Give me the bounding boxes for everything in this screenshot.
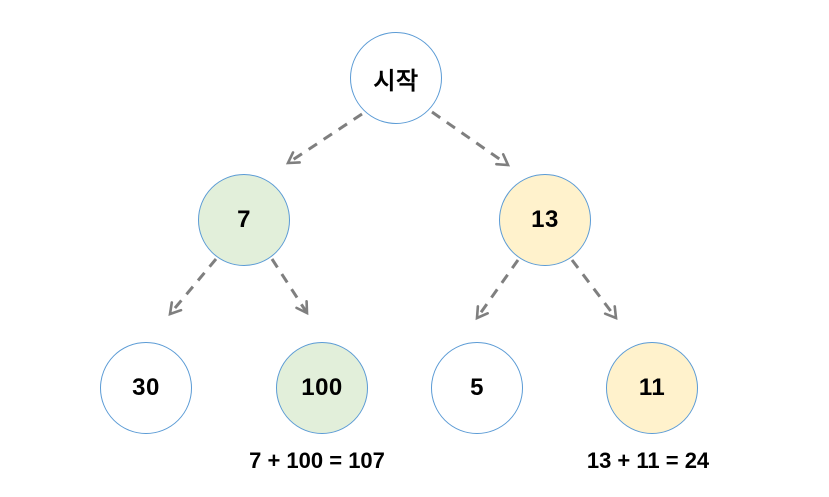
node-11-label: 11 — [638, 374, 666, 401]
node-30-label: 30 — [132, 374, 160, 401]
edge-start-to-7 — [285, 112, 363, 165]
node-11: 11 — [606, 342, 698, 434]
node-7-label: 7 — [237, 206, 251, 233]
node-13-label: 13 — [531, 206, 559, 233]
node-start-label: 시작 — [373, 67, 419, 95]
node-13: 13 — [499, 174, 591, 266]
node-100: 100 — [276, 342, 368, 434]
node-5-label: 5 — [470, 374, 484, 401]
node-30: 30 — [100, 342, 192, 434]
edge-start-to-13 — [431, 110, 511, 167]
edge-7-to-100 — [270, 258, 309, 316]
node-100-label: 100 — [301, 374, 343, 401]
node-start: 시작 — [350, 32, 442, 124]
caption-right-path-sum: 13 + 11 = 24 — [586, 448, 710, 473]
edge-7-to-30 — [168, 258, 218, 316]
edge-13-to-5 — [475, 259, 520, 321]
node-7: 7 — [198, 174, 290, 266]
caption-left-path-sum: 7 + 100 = 107 — [249, 448, 385, 473]
node-5: 5 — [431, 342, 523, 434]
edge-13-to-11 — [570, 259, 618, 321]
